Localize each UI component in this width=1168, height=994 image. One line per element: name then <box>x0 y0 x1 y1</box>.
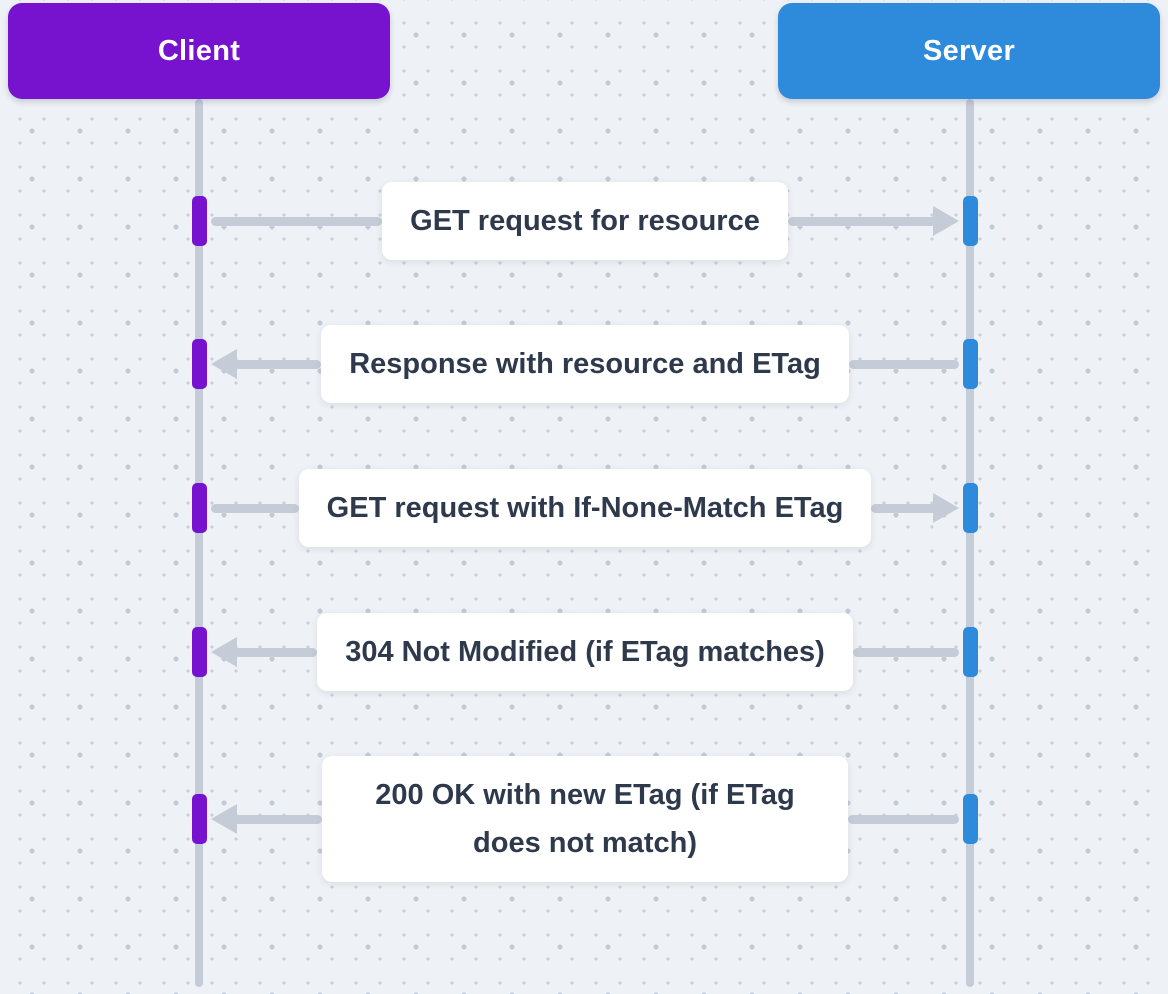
connector-right-segment <box>787 206 959 236</box>
message-label: GET request for resource <box>382 182 788 260</box>
connector-right-segment <box>848 814 959 824</box>
client-activation-bar <box>192 196 207 246</box>
connector-left-segment <box>211 503 299 513</box>
connector-line <box>233 359 322 369</box>
connector-line <box>852 647 960 657</box>
message-label: Response with resource and ETag <box>321 325 849 403</box>
arrowhead-left-icon <box>211 804 237 834</box>
connector-left-segment <box>211 349 322 379</box>
connector-right-segment <box>852 647 960 657</box>
arrowhead-right-icon <box>933 206 959 236</box>
message-label: 200 OK with new ETag (if ETag does not m… <box>322 756 848 882</box>
connector-right-segment <box>871 493 959 523</box>
client-actor-label: Client <box>157 34 241 67</box>
arrowhead-left-icon <box>211 637 237 667</box>
client-actor-box: Client <box>8 3 390 99</box>
arrowhead-right-icon <box>933 493 959 523</box>
client-activation-bar <box>192 339 207 389</box>
connector-line <box>211 216 383 226</box>
connector-line <box>871 503 937 513</box>
server-activation-bar <box>963 483 978 533</box>
client-activation-bar <box>192 483 207 533</box>
connector-line <box>211 503 299 513</box>
connector-left-segment <box>211 804 322 834</box>
client-activation-bar <box>192 627 207 677</box>
connector-line <box>848 814 959 824</box>
connector-line <box>233 647 318 657</box>
arrowhead-left-icon <box>211 349 237 379</box>
connector-line <box>233 814 322 824</box>
client-activation-bar <box>192 794 207 844</box>
connector-left-segment <box>211 216 383 226</box>
server-activation-bar <box>963 794 978 844</box>
server-lifeline <box>966 99 974 987</box>
message-label: 304 Not Modified (if ETag matches) <box>317 613 853 691</box>
server-activation-bar <box>963 339 978 389</box>
server-activation-bar <box>963 627 978 677</box>
connector-line <box>848 359 960 369</box>
message-label: GET request with If-None-Match ETag <box>298 469 872 547</box>
connector-left-segment <box>211 637 318 667</box>
connector-right-segment <box>848 359 960 369</box>
server-actor-label: Server <box>922 34 1016 67</box>
client-lifeline <box>195 99 203 987</box>
server-actor-box: Server <box>778 3 1160 99</box>
connector-line <box>787 216 937 226</box>
server-activation-bar <box>963 196 978 246</box>
